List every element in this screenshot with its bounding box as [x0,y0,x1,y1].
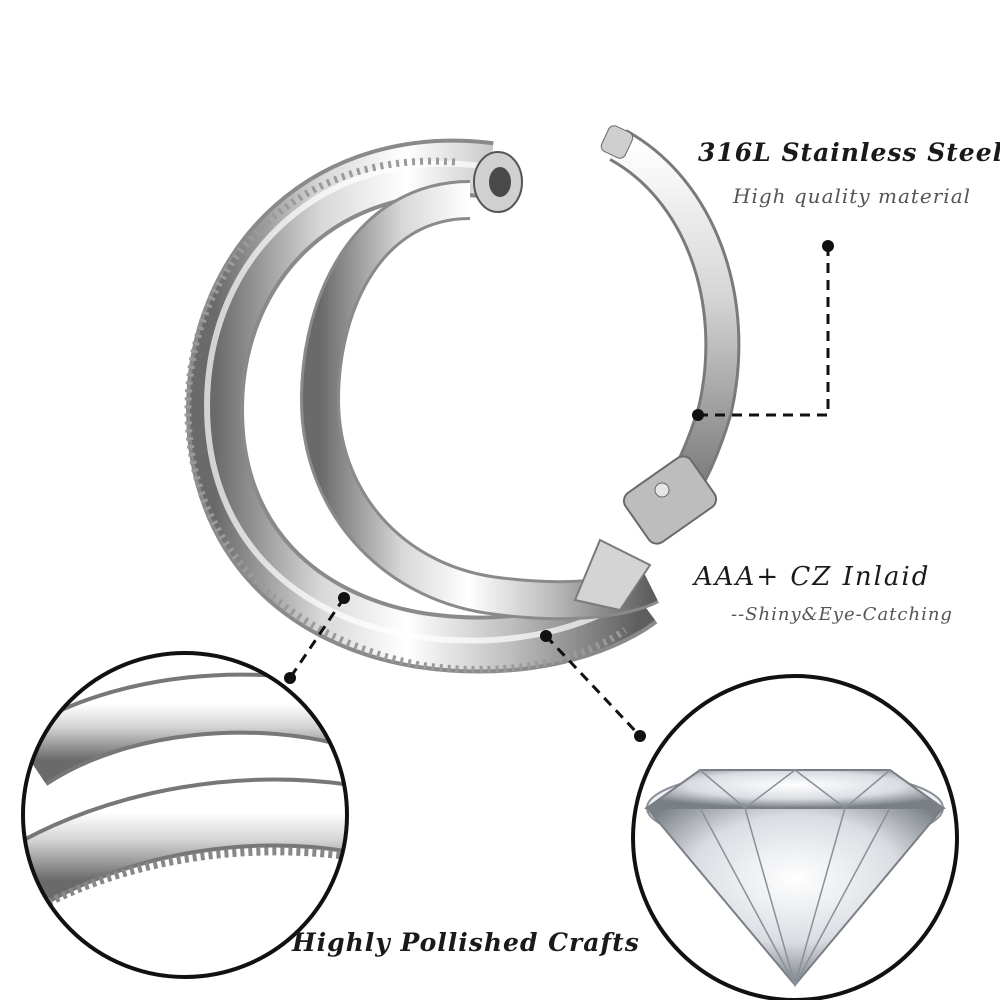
cz-subtitle: --Shiny&Eye-Catching [731,604,953,625]
material-subtitle: High quality material [733,184,972,208]
polish-leader [284,592,350,684]
cz-title: AAA+ CZ Inlaid [694,562,931,592]
hinged-clicker [573,125,741,612]
cz-zoom-circle [631,674,959,1000]
inner-band [299,180,659,621]
crystal-row [184,157,628,674]
material-leader [692,240,834,421]
diamond-icon [643,769,947,988]
cz-leader [540,630,646,742]
material-title: 316L Stainless Steel [698,138,1000,167]
outer-band [184,138,658,674]
polish-title: Highly Pollished Crafts [292,928,640,957]
tube-end [473,151,523,213]
